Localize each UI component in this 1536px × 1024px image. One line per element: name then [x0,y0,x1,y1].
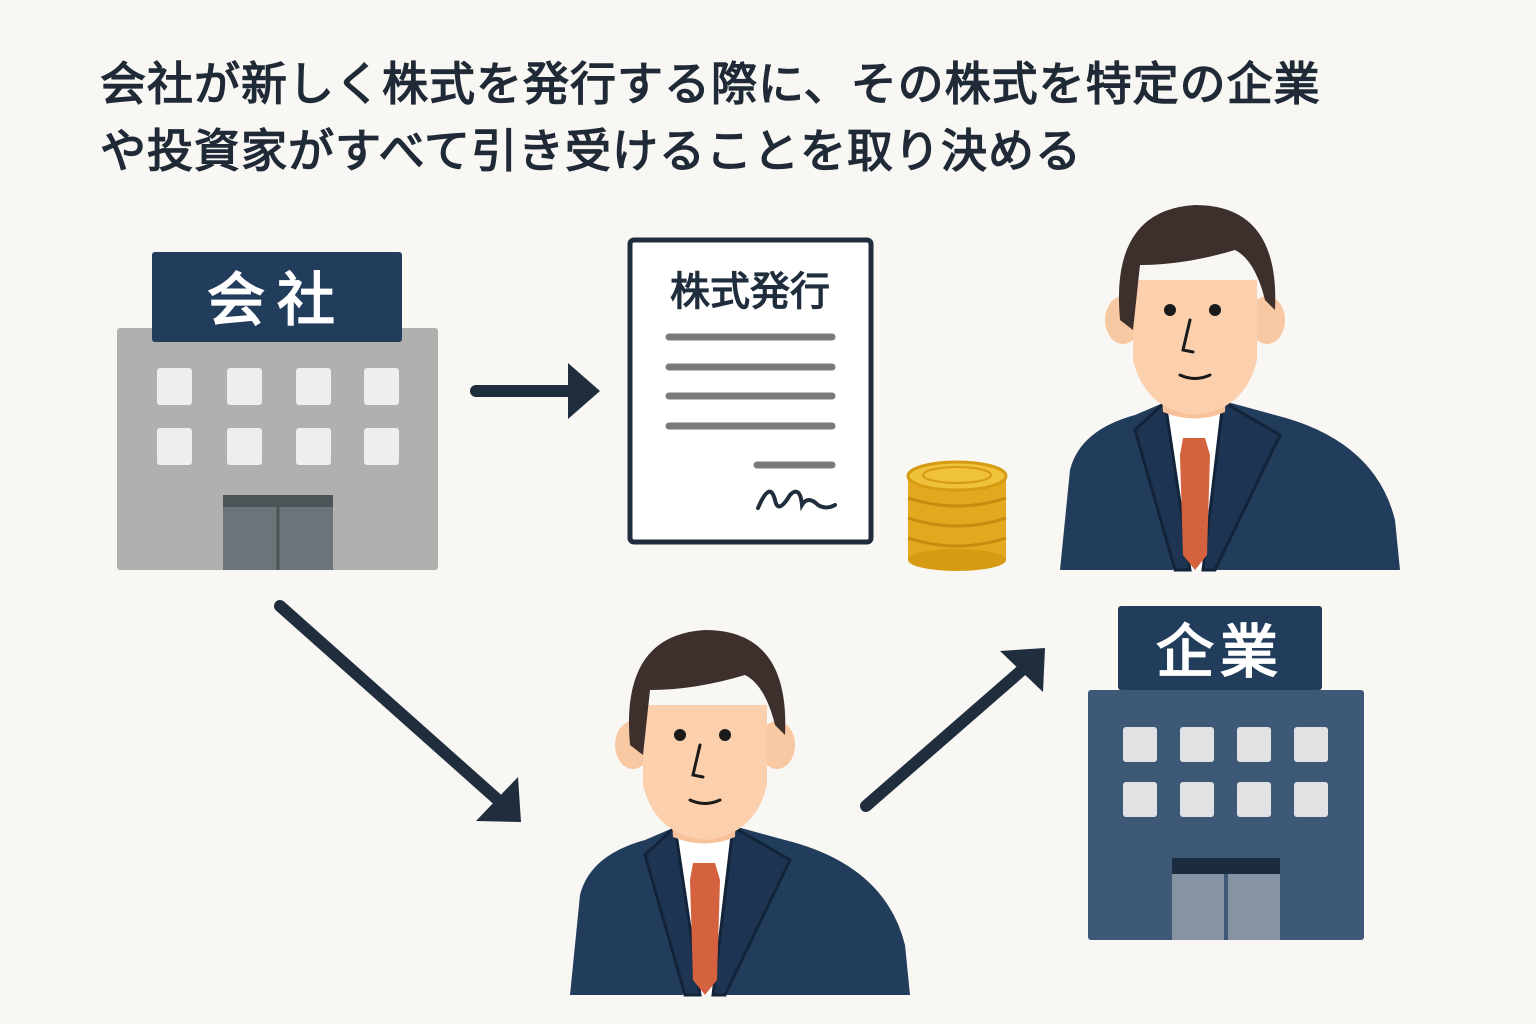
arrow-right [470,363,600,419]
company-sign [152,252,402,342]
company-building: 会社 [117,252,438,570]
underwriter-person [568,628,912,997]
investor-person [1058,203,1402,572]
share-issuance-document: 株式発行 [627,237,874,545]
building-windows [157,368,399,465]
enterprise-sign [1118,606,1322,690]
title-line-2: や投資家がすべて引き受けることを取り決める [100,124,1082,178]
enterprise-label: 企業 [1156,618,1284,686]
arrow-down-right [274,600,521,822]
signature-icon [756,489,837,512]
title-line-1: 会社が新しく株式を発行する際に、その株式を特定の企業 [100,57,1321,111]
document-title: 株式発行 [670,269,830,315]
enterprise-building: 企業 [1088,606,1364,940]
arrow-up-right [860,648,1045,812]
building-windows [1123,727,1328,817]
company-label: 会社 [207,266,347,334]
coin-stack-icon [906,460,1008,571]
